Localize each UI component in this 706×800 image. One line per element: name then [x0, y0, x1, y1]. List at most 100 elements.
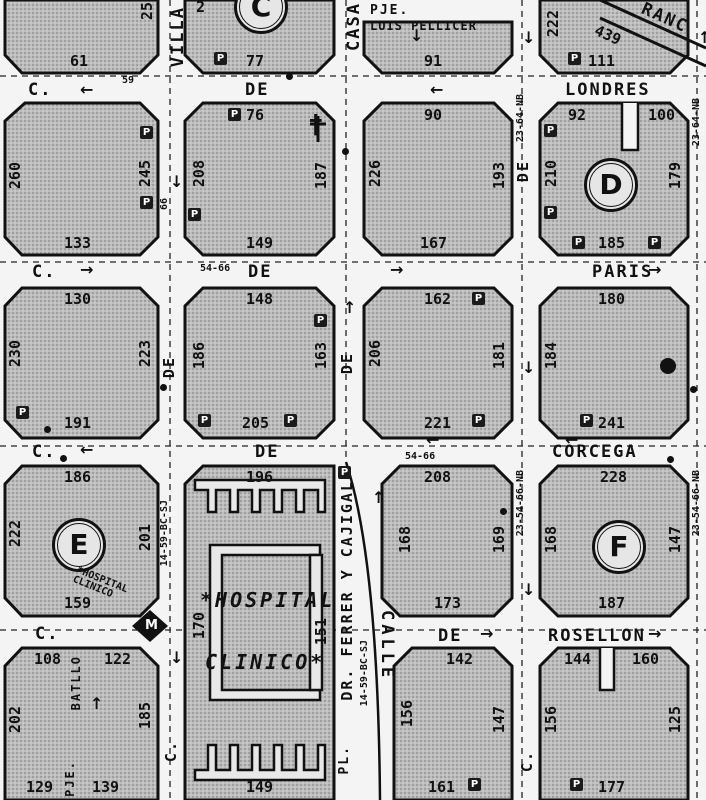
street-de-2: DE: [248, 262, 273, 282]
block-number: 61: [70, 52, 89, 70]
block-number: 159: [64, 594, 92, 612]
block-number: 90: [424, 106, 443, 124]
block-number: 167: [420, 234, 448, 252]
parking-icon: P: [570, 778, 583, 791]
block-number: 222: [6, 520, 24, 548]
arrow-right-icon: →: [648, 624, 662, 643]
block-number: 223: [136, 340, 154, 368]
block-number: 144: [564, 650, 592, 668]
parking-icon: P: [140, 126, 153, 139]
street-de-v2: DE: [338, 352, 356, 375]
block-number: 177: [598, 778, 626, 796]
block-number: 139: [92, 778, 120, 796]
block-number: 186: [64, 468, 92, 486]
block-number: 186: [190, 342, 208, 370]
parking-icon: P: [314, 314, 327, 327]
block-number: 184: [542, 342, 560, 370]
street-corcega: CORCEGA: [552, 442, 638, 462]
block-number: 76: [246, 106, 265, 124]
arrow-left-icon: ←: [565, 430, 579, 449]
block-number: 147: [666, 526, 684, 554]
block-number: 187: [598, 594, 626, 612]
block-number: 133: [64, 234, 92, 252]
stop-dot: [44, 426, 51, 433]
block-number: 187: [312, 162, 330, 190]
block-number: 162: [424, 290, 452, 308]
street-de-1: DE: [245, 80, 270, 100]
block-number: 100: [648, 106, 676, 124]
arrow-left-icon: ←: [426, 430, 440, 449]
street-de-3: DE: [255, 442, 280, 462]
block-number: 206: [366, 340, 384, 368]
route-23-64-nb-a: 23-64-NB: [515, 94, 526, 143]
block-number: 151: [312, 618, 330, 646]
street-c-1: C.: [28, 80, 53, 100]
block-number: 122: [104, 650, 132, 668]
street-londres: LONDRES: [565, 80, 651, 100]
street-c-4: C.: [35, 624, 60, 644]
block-number: 156: [542, 706, 560, 734]
block-number: 226: [366, 160, 384, 188]
stop-dot: [690, 386, 697, 393]
block-number: 142: [446, 650, 474, 668]
block-number: 221: [424, 414, 452, 432]
block-number: 191: [64, 414, 92, 432]
arrow-down-icon: ↓: [522, 580, 536, 599]
route-59: 59: [122, 75, 135, 86]
block-number: 185: [136, 702, 154, 730]
parking-icon: P: [188, 208, 201, 221]
parking-icon: P: [284, 414, 297, 427]
arrow-up-icon: ↑: [698, 28, 706, 47]
street-paris: PARIS: [592, 262, 654, 282]
block-number: 161: [428, 778, 456, 796]
route-66: 66: [159, 198, 170, 211]
hospital-label-1: *HOSPITAL: [200, 588, 336, 612]
block-number: 210: [542, 160, 560, 188]
street-villa: VILLA: [168, 6, 188, 68]
arrow-right-icon: →: [390, 260, 404, 279]
route-14-59-bcsj-a: 14-59-BC-SJ: [159, 500, 170, 567]
block-number: 241: [598, 414, 626, 432]
street-de-v3: DE: [514, 160, 532, 183]
block-number: 205: [242, 414, 270, 432]
block-number: 108: [34, 650, 62, 668]
block-number: 208: [190, 160, 208, 188]
block-number: 193: [490, 162, 508, 190]
block-number: 168: [542, 526, 560, 554]
block-number: 245: [136, 160, 154, 188]
block-number: 148: [246, 290, 274, 308]
hospital-label-2: CLINICO*: [205, 650, 326, 674]
parking-icon: P: [580, 414, 593, 427]
parking-icon: P: [472, 414, 485, 427]
street-c-v2: C.: [518, 750, 536, 773]
block-number: 149: [246, 778, 274, 796]
block-number: 185: [598, 234, 626, 252]
block-number: 130: [64, 290, 92, 308]
block-number: 149: [246, 234, 274, 252]
block-number: 196: [246, 468, 274, 486]
arrow-left-icon: ←: [80, 440, 94, 459]
stop-dot: [60, 455, 67, 462]
church-icon: †: [308, 110, 324, 140]
stop-dot: [160, 384, 167, 391]
arrow-right-icon: →: [80, 260, 94, 279]
arrow-up-icon: ↑: [90, 694, 104, 713]
parking-icon: P: [472, 292, 485, 305]
arrow-down-icon: ↓: [170, 648, 184, 667]
block-number: 180: [598, 290, 626, 308]
street-dr-ferrer: DR. FERRER Y CAJIGAL: [338, 480, 356, 701]
street-pje-batllo-2: BATLLO: [69, 655, 83, 711]
block-number: 179: [666, 162, 684, 190]
block-number: 201: [136, 524, 154, 552]
arrow-left-icon: ←: [430, 80, 444, 99]
block-number: 168: [396, 526, 414, 554]
arrow-down-icon: ↓: [410, 26, 424, 45]
route-54-66-a: 54-66: [200, 263, 231, 274]
street-c-2: C.: [32, 262, 57, 282]
arrow-up-icon: ↑: [343, 298, 357, 317]
block-number: 160: [632, 650, 660, 668]
block-number: 208: [424, 468, 452, 486]
arrow-up-icon: ↑: [372, 488, 386, 507]
block-number: 25: [138, 2, 156, 21]
block-number: 163: [312, 342, 330, 370]
